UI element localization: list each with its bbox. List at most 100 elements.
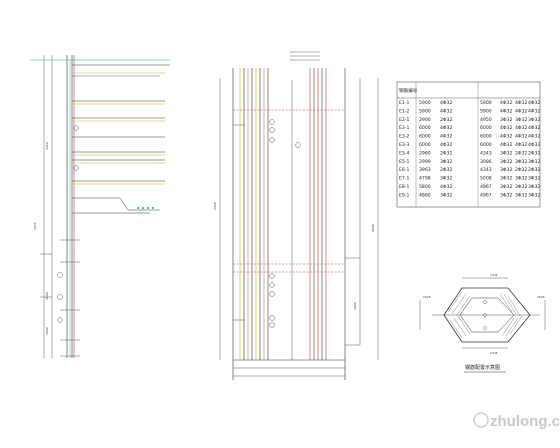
table-cell: 2960	[419, 150, 431, 156]
dimension-label: 1625	[537, 295, 545, 299]
table-row-label: E8-1	[399, 184, 409, 190]
watermark: zhulong.com	[473, 412, 560, 430]
elevation-label: 2420	[213, 202, 217, 210]
table-cell: 4Φ32	[440, 134, 452, 140]
table-cell: 4967	[480, 192, 492, 198]
strut-levels	[72, 100, 165, 214]
table-cell: 3Φ32	[500, 184, 512, 190]
table-cell: 3Φ32	[515, 176, 527, 182]
table-cell: 6000	[480, 134, 492, 140]
left-elevation	[43, 55, 75, 358]
table-cell: 2Φ32	[440, 167, 452, 173]
table-cell: 4798	[419, 176, 431, 182]
table-cell: 4Φ32	[440, 142, 452, 148]
table-cell: 3Φ32	[528, 159, 540, 165]
table-cell: 3Φ32	[500, 176, 512, 182]
table-cell: 3Φ32	[440, 192, 452, 198]
table-cell: 3Φ32	[500, 192, 512, 198]
table-cell: 4Φ32	[500, 100, 512, 106]
table-cell: 4Φ32	[500, 142, 512, 148]
table-cell: 2Φ32	[440, 150, 452, 156]
table-row-label: E9-1	[399, 192, 409, 198]
dimension-label: 1/1Φ	[490, 273, 498, 277]
table-cell: 4343	[480, 150, 492, 156]
section-caption: 钢筋配置示意图	[465, 364, 500, 371]
table-cell: 5800	[419, 184, 431, 190]
table-row-label: E7-1	[399, 176, 409, 182]
table-cell: 4880	[419, 192, 431, 198]
table-cell: 3Φ32	[515, 184, 527, 190]
top-ground-line	[30, 59, 170, 77]
table-row-label: E3-4	[399, 150, 409, 156]
table-cell: 6000	[419, 134, 431, 140]
table-cell: 3Φ32	[528, 176, 540, 182]
table-cell: 5008	[480, 176, 492, 182]
table-cell: 4967	[480, 184, 492, 190]
table-row-label: E1-1	[399, 100, 409, 106]
table-cell: 2Φ32	[528, 150, 540, 156]
table-cell: 4Φ32	[515, 108, 527, 114]
table-cell: 4Φ32	[528, 100, 540, 106]
table-cell: 5900	[480, 100, 492, 106]
table-cell: 4Φ32	[528, 125, 540, 131]
table-row-label: E5-1	[399, 159, 409, 165]
middle-rebar-elevation	[232, 68, 346, 380]
elevation-label: 2900	[45, 327, 49, 335]
middle-dimensions	[219, 78, 379, 360]
table-cell: 4Φ32	[515, 100, 527, 106]
left-labels: 2420 3625 4000 2900	[33, 142, 49, 335]
table-cell: 3Φ32	[515, 117, 527, 123]
middle-callouts	[233, 119, 360, 346]
table-cell: 4950	[480, 117, 492, 123]
table-row-label: E1-2	[399, 108, 409, 114]
elevation-label: 4000	[45, 292, 49, 300]
middle-dashed-bands	[233, 109, 345, 273]
table-cell: 3Φ32	[500, 167, 512, 173]
table-cell: 4Φ32	[440, 100, 452, 106]
table-cell: 3Φ32	[528, 192, 540, 198]
table-cell: 3Φ32	[500, 150, 512, 156]
middle-top-note	[290, 51, 320, 61]
table-cell: 2900	[419, 117, 431, 123]
table-row-label: E3-1	[399, 125, 409, 131]
table-cell: 2Φ32	[440, 117, 452, 123]
table-cell: 3Φ32	[440, 159, 452, 165]
table-cell: 4Φ32	[528, 134, 540, 140]
section-detail: 1/1Φ 1/1Φ 1625 1625 钢筋配置示意图	[419, 273, 546, 373]
table-cell: 4Φ32	[440, 108, 452, 114]
table-cell: 3Φ32	[528, 184, 540, 190]
table-row-label: E2-1	[399, 117, 409, 123]
dimension-label: 1/1Φ	[490, 351, 498, 355]
left-annotations	[40, 125, 80, 357]
table-cell: 4Φ32	[500, 134, 512, 140]
table-row-label: E6-1	[399, 167, 409, 173]
table-cell: 3086	[480, 159, 492, 165]
table-cell: 4Φ32	[440, 125, 452, 131]
middle-labels: 2420 4000 4000	[213, 202, 375, 310]
table-row-label: E3-3	[399, 142, 409, 148]
table-cell: 3Φ32	[500, 159, 512, 165]
table-cell: 4Φ32	[528, 142, 540, 148]
elevation-label: 3625	[33, 222, 37, 230]
table-cell: 3Φ32	[515, 159, 527, 165]
elevation-label: 2420	[45, 142, 49, 150]
table-cell: 2Φ32	[515, 150, 527, 156]
table-cell: 3Φ32	[500, 117, 512, 123]
table-cell: 3963	[419, 167, 431, 173]
table-cell: 6000	[480, 142, 492, 148]
dimension-label: 1625	[423, 295, 431, 299]
table-cell: 2Φ32	[515, 167, 527, 173]
table-header: 钢筋编号	[399, 87, 418, 94]
table-cell: 4Φ32	[500, 108, 512, 114]
table-cell: 4Φ32	[528, 108, 540, 114]
strut-marks	[137, 207, 154, 209]
table-cell: 6000	[480, 125, 492, 131]
table-cell: 4Φ32	[500, 125, 512, 131]
table-row-label: E3-2	[399, 134, 409, 140]
table-cell: 4Φ32	[515, 142, 527, 148]
table-cell: 3Φ32	[528, 117, 540, 123]
elevation-label: 4000	[371, 224, 375, 232]
